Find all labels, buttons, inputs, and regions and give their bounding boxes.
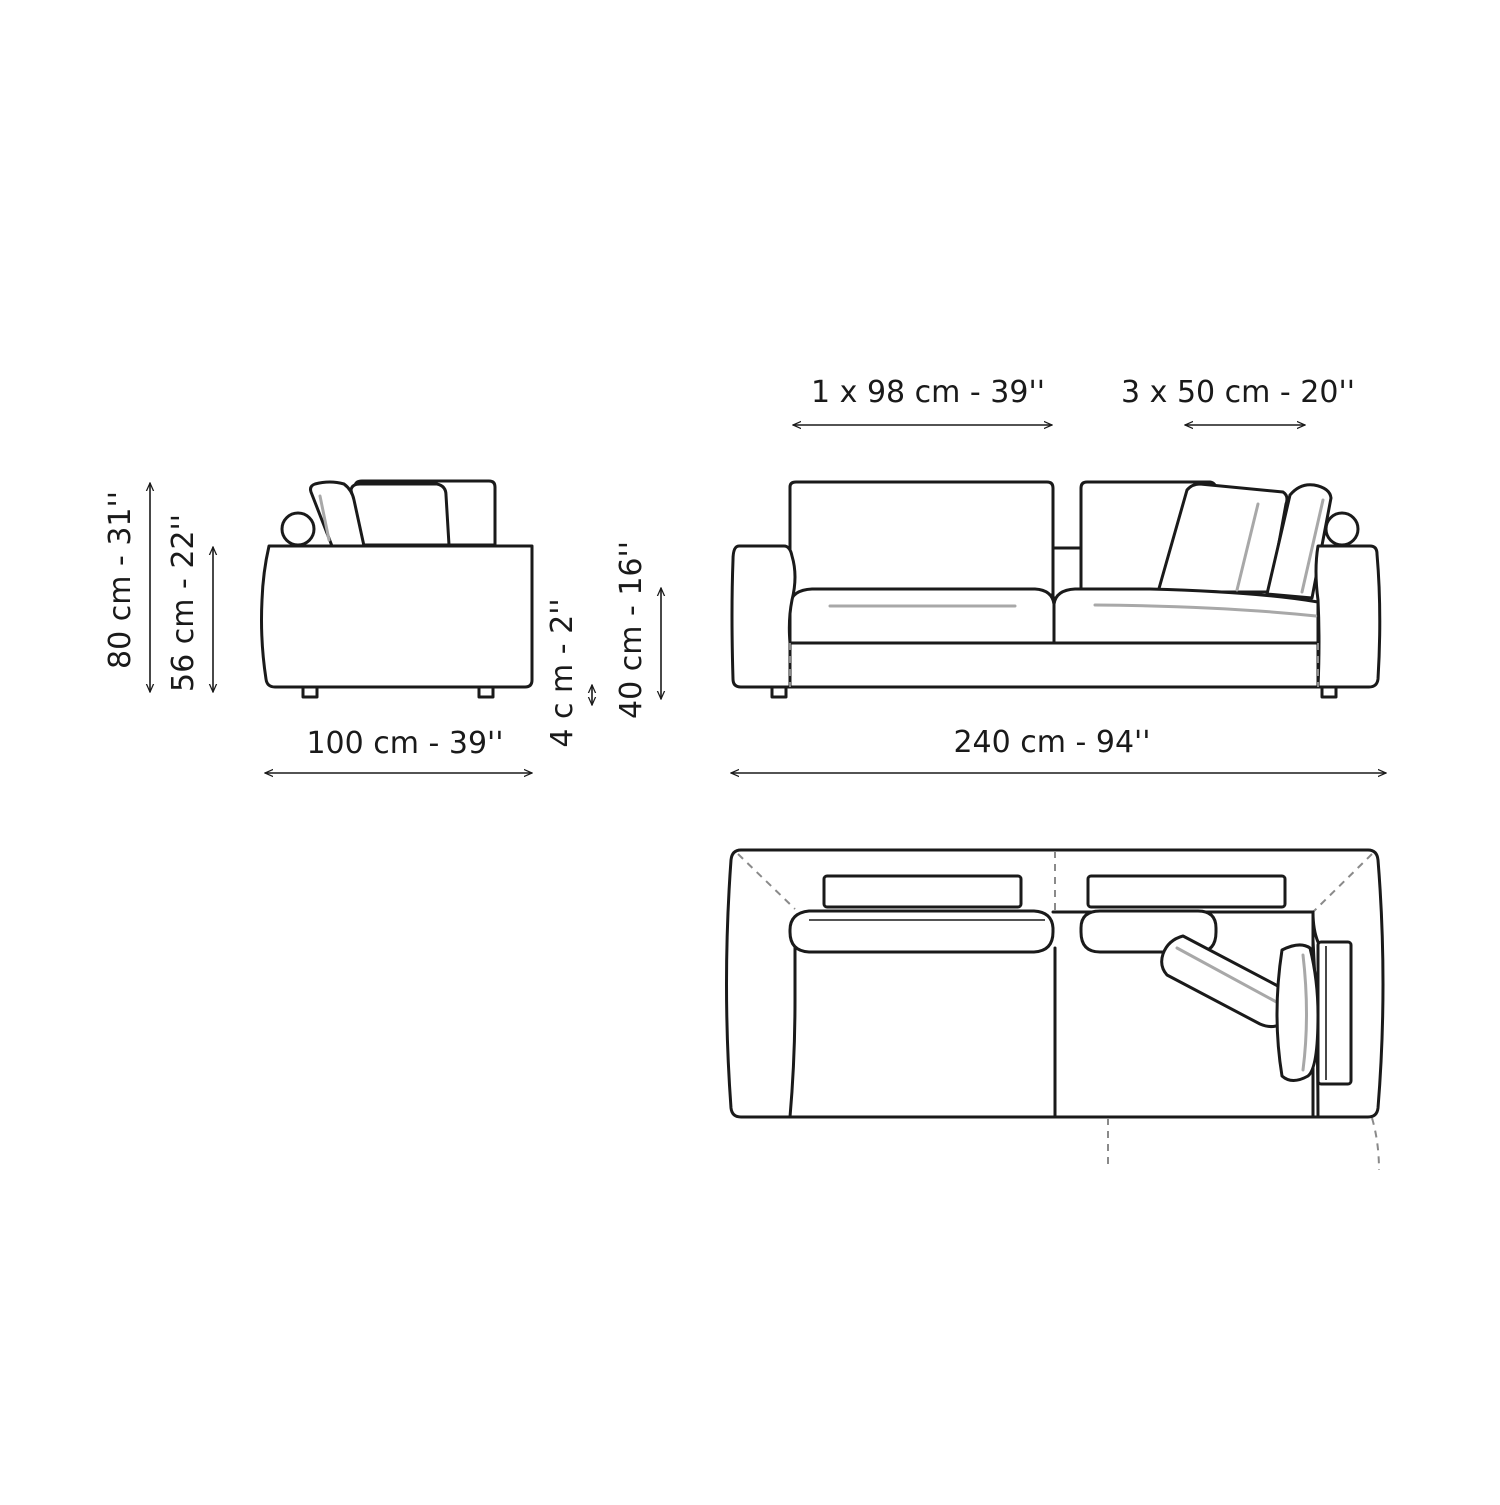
side-depth-label: 100 cm - 39'' bbox=[306, 726, 503, 761]
seat-height-label: 40 cm - 16'' bbox=[614, 541, 649, 719]
total-height-label: 80 cm - 31'' bbox=[103, 491, 138, 669]
arm-height-label: 56 cm - 22'' bbox=[166, 514, 201, 692]
back-cushion-large-label: 1 x 98 cm - 39'' bbox=[811, 375, 1045, 410]
front-dimension-lines bbox=[731, 425, 1386, 773]
back-cushion-small-label: 3 x 50 cm - 20'' bbox=[1121, 375, 1355, 410]
foot-height-label: 4 c m - 2'' bbox=[545, 598, 580, 747]
front-width-label: 240 cm - 94'' bbox=[953, 725, 1150, 760]
side-view bbox=[260, 479, 534, 699]
side-dimension-lines bbox=[150, 483, 661, 773]
top-view bbox=[725, 848, 1385, 1171]
front-view bbox=[730, 480, 1382, 699]
